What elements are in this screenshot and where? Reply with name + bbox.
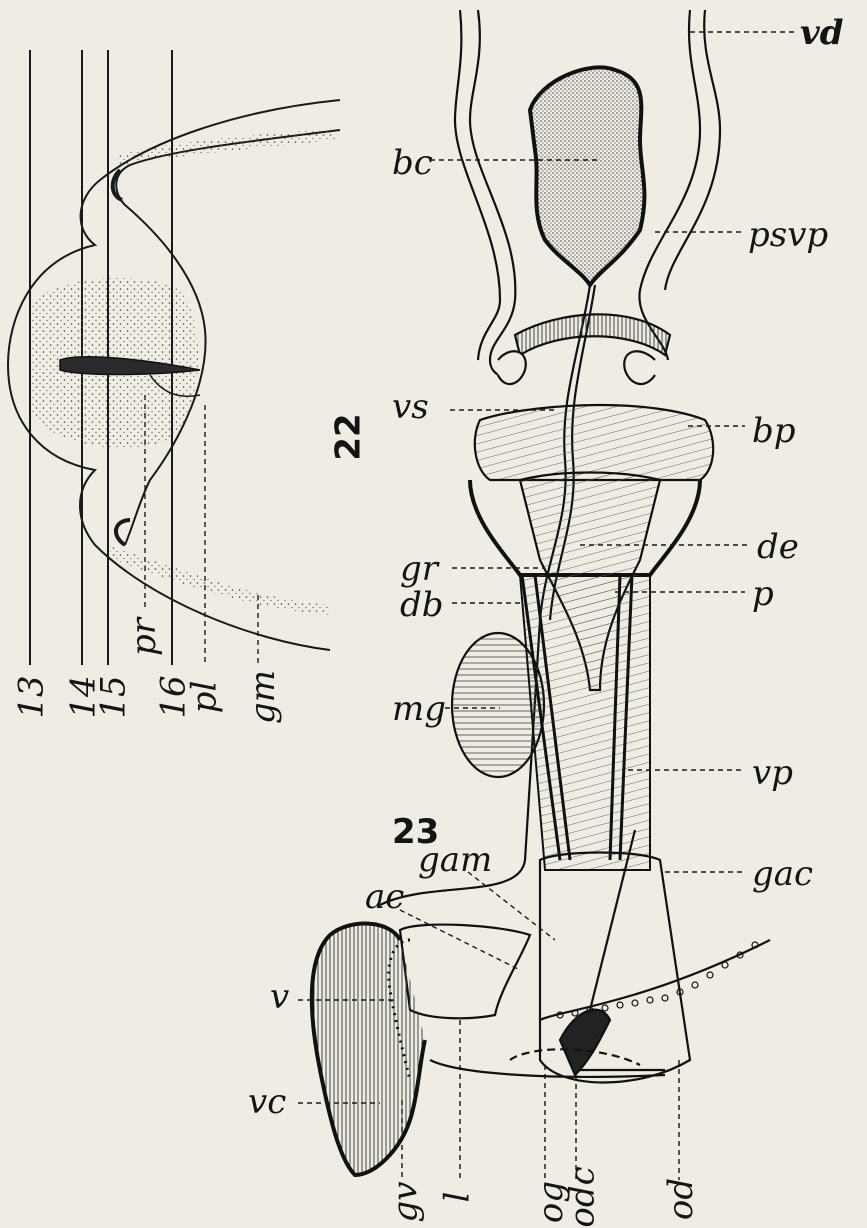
label-v: v: [270, 980, 289, 1014]
label-odc: odc: [566, 1166, 600, 1227]
label-pr: pr: [127, 618, 161, 656]
label-bc: bc: [392, 146, 433, 180]
label-13: 13: [15, 675, 49, 718]
label-mg: mg: [392, 692, 446, 726]
figure-23-drawing: [312, 10, 770, 1180]
label-vd: vd: [800, 16, 844, 50]
label-gm: gm: [246, 670, 280, 724]
label-de: de: [757, 530, 799, 564]
label-gac: gac: [752, 857, 813, 891]
figure-22-drawing: [8, 50, 340, 665]
label-bp: bp: [752, 414, 796, 448]
label-ac: ac: [365, 880, 404, 914]
label-pl: pl: [187, 681, 221, 714]
label-db: db: [400, 588, 444, 622]
figure-22-number: 22: [332, 413, 366, 460]
label-p: p: [752, 577, 774, 611]
label-vc: vc: [248, 1085, 286, 1119]
label-psvp: psvp: [748, 218, 828, 252]
label-gam: gam: [418, 843, 492, 877]
label-gv: gv: [388, 1182, 422, 1223]
label-gr: gr: [400, 552, 438, 586]
label-od: od: [664, 1178, 698, 1220]
label-15: 15: [97, 675, 131, 718]
label-l: l: [440, 1192, 474, 1203]
label-vp: vp: [752, 756, 793, 790]
label-vs: vs: [392, 390, 429, 424]
